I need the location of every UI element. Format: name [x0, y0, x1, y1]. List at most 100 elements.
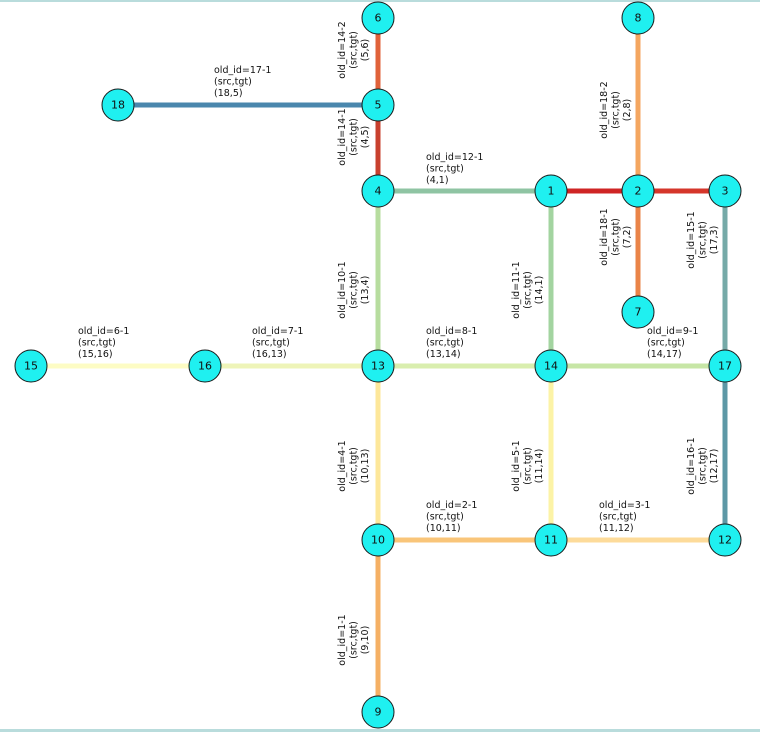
node-circle: [101, 88, 135, 122]
node-label: 15: [24, 360, 38, 373]
edge-label-18-2: old_id=18-2(src,tgt)(2,8): [599, 81, 633, 138]
edge-label-line: (13,4): [360, 276, 371, 305]
edge-label-line: (src,tgt): [349, 31, 360, 69]
node-circle: [708, 349, 742, 383]
node-14[interactable]: 14: [534, 349, 568, 383]
edge-label-line: (src,tgt): [523, 447, 534, 485]
edge-label-line: (src,tgt): [523, 271, 534, 309]
node-9[interactable]: 9: [361, 695, 395, 729]
edge-label-5-1: old_id=5-1(src,tgt)(11,14): [511, 440, 545, 491]
node-13[interactable]: 13: [361, 349, 395, 383]
edge-label-8-1: old_id=8-1(src,tgt)(13,14): [426, 326, 477, 360]
edge-label-line: (17,3): [709, 226, 720, 255]
edge-label-line: (4,1): [426, 175, 449, 186]
node-15[interactable]: 15: [14, 349, 48, 383]
node-circle: [361, 1, 395, 35]
node-label: 14: [544, 360, 558, 373]
node-18[interactable]: 18: [101, 88, 135, 122]
edge-label-line: (14,17): [647, 349, 682, 360]
edge-label-line: old_id=7-1: [252, 326, 303, 337]
edge-label-line: old_id=10-1: [337, 261, 348, 318]
node-label: 10: [371, 534, 385, 547]
node-circle: [534, 523, 568, 557]
edge-label-line: (11,12): [599, 523, 634, 534]
node-circle: [708, 523, 742, 557]
node-16[interactable]: 16: [188, 349, 222, 383]
node-label: 1: [548, 185, 555, 198]
edge-label-line: (src,tgt): [349, 447, 360, 485]
node-label: 2: [635, 185, 642, 198]
node-circle: [361, 695, 395, 729]
edge-label-line: (src,tgt): [252, 338, 290, 349]
edge-label-line: (src,tgt): [647, 338, 685, 349]
node-7[interactable]: 7: [621, 295, 655, 329]
edge-label-line: (4,5): [360, 126, 371, 149]
node-label: 5: [375, 99, 382, 112]
edge-label-line: old_id=18-2: [599, 81, 610, 138]
edge-label-line: (2,8): [622, 99, 633, 122]
edge-label-12-1: old_id=12-1(src,tgt)(4,1): [426, 152, 483, 186]
edge-label-line: old_id=17-1: [214, 65, 271, 76]
node-circle: [188, 349, 222, 383]
node-6[interactable]: 6: [361, 1, 395, 35]
edge-label-line: (src,tgt): [349, 271, 360, 309]
node-circle: [534, 349, 568, 383]
node-11[interactable]: 11: [534, 523, 568, 557]
node-label: 7: [635, 306, 642, 319]
edge-label-line: old_id=3-1: [599, 500, 650, 511]
edge-label-6-1: old_id=6-1(src,tgt)(15,16): [78, 326, 129, 360]
edge-label-line: old_id=14-2: [337, 21, 348, 78]
node-2[interactable]: 2: [621, 174, 655, 208]
node-5[interactable]: 5: [361, 88, 395, 122]
edge-label-line: (src,tgt): [426, 512, 464, 523]
edge-label-line: (src,tgt): [426, 338, 464, 349]
node-circle: [621, 1, 655, 35]
node-10[interactable]: 10: [361, 523, 395, 557]
edge-label-line: (11,14): [534, 449, 545, 484]
edge-label-10-1: old_id=10-1(src,tgt)(13,4): [337, 261, 371, 318]
edge-label-line: (src,tgt): [599, 512, 637, 523]
node-label: 9: [375, 706, 382, 719]
node-17[interactable]: 17: [708, 349, 742, 383]
edge-label-line: old_id=5-1: [511, 440, 522, 491]
edge-label-line: old_id=9-1: [647, 326, 698, 337]
edge-label-9-1: old_id=9-1(src,tgt)(14,17): [647, 326, 698, 360]
edge-label-1-1: old_id=1-1(src,tgt)(9,10): [337, 614, 371, 665]
edge-label-16-1: old_id=16-1(src,tgt)(12,17): [686, 437, 720, 494]
node-3[interactable]: 3: [708, 174, 742, 208]
edge-label-line: (src,tgt): [698, 447, 709, 485]
node-8[interactable]: 8: [621, 1, 655, 35]
edge-label-7-1: old_id=7-1(src,tgt)(16,13): [252, 326, 303, 360]
node-circle: [621, 174, 655, 208]
node-circle: [361, 523, 395, 557]
edge-label-line: old_id=18-1: [599, 208, 610, 265]
node-circle: [361, 88, 395, 122]
node-12[interactable]: 12: [708, 523, 742, 557]
edge-label-line: (13,14): [426, 349, 461, 360]
edge-label-line: old_id=4-1: [337, 440, 348, 491]
edge-labels-layer: old_id=14-2(src,tgt)(5,6)old_id=17-1(src…: [78, 21, 720, 665]
node-label: 8: [635, 12, 642, 25]
edge-label-line: (src,tgt): [349, 621, 360, 659]
edge-label-line: (src,tgt): [426, 164, 464, 175]
node-circle: [361, 349, 395, 383]
edge-label-line: (src,tgt): [698, 221, 709, 259]
edge-label-line: (18,5): [214, 88, 243, 99]
edge-label-line: old_id=11-1: [511, 261, 522, 318]
node-1[interactable]: 1: [534, 174, 568, 208]
edge-label-line: (10,11): [426, 523, 461, 534]
edge-label-line: (src,tgt): [214, 77, 252, 88]
node-label: 17: [718, 360, 732, 373]
edge-label-line: (9,10): [360, 626, 371, 655]
node-4[interactable]: 4: [361, 174, 395, 208]
node-label: 4: [375, 185, 382, 198]
node-circle: [534, 174, 568, 208]
edge-label-line: (src,tgt): [78, 338, 116, 349]
node-label: 3: [722, 185, 729, 198]
edge-label-line: (src,tgt): [611, 91, 622, 129]
edge-label-line: (12,17): [709, 449, 720, 484]
edge-label-11-1: old_id=11-1(src,tgt)(14,1): [511, 261, 545, 318]
